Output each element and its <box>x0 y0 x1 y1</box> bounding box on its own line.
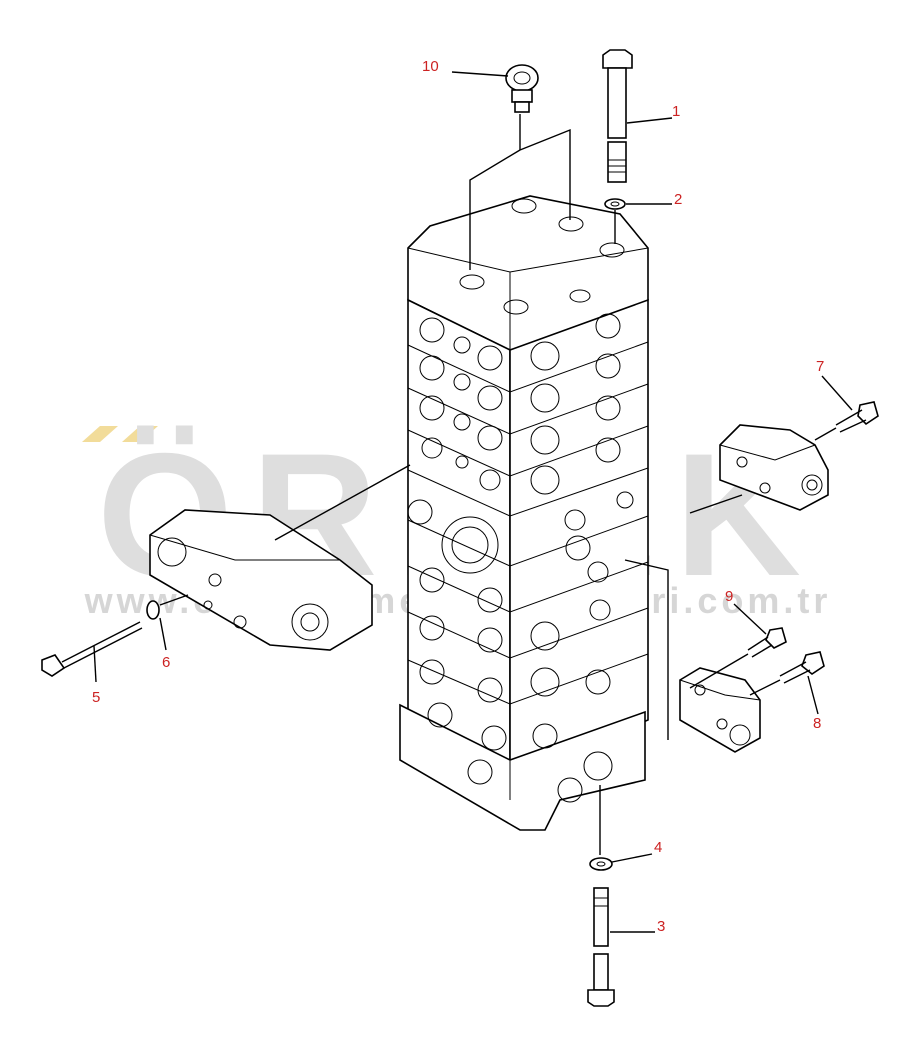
callout-6: 6 <box>162 654 170 671</box>
left-side-valve-block <box>149 464 411 651</box>
bolt-part-8 <box>749 651 825 696</box>
callout-leaders <box>93 71 853 933</box>
bolt-part-7 <box>814 401 879 441</box>
watermark-accent-right <box>122 426 158 442</box>
callout-8: 8 <box>813 715 821 732</box>
washer-part-6 <box>146 594 189 620</box>
bolt-part-5 <box>41 621 143 677</box>
eye-bolt-part-10 <box>469 64 571 270</box>
callout-5: 5 <box>92 689 100 706</box>
tie-bolt-part-3 <box>587 887 615 1007</box>
watermark-accent-left <box>82 426 118 442</box>
right-upper-valve-block <box>689 424 829 514</box>
callout-7: 7 <box>816 358 824 375</box>
right-lower-valve-block <box>624 559 761 753</box>
callout-2: 2 <box>674 191 682 208</box>
callout-10: 10 <box>422 58 439 75</box>
washer-part-4 <box>589 785 613 871</box>
bolt-part-9 <box>689 627 787 689</box>
callout-1: 1 <box>672 103 680 120</box>
washer-part-2 <box>604 198 626 244</box>
control-valve-body <box>399 195 649 831</box>
callout-9: 9 <box>725 588 733 605</box>
callout-3: 3 <box>657 918 665 935</box>
tie-bolt-part-1 <box>602 49 633 183</box>
callout-labels: 1 2 3 4 5 6 7 8 9 10 <box>92 58 824 935</box>
callout-4: 4 <box>654 839 662 856</box>
